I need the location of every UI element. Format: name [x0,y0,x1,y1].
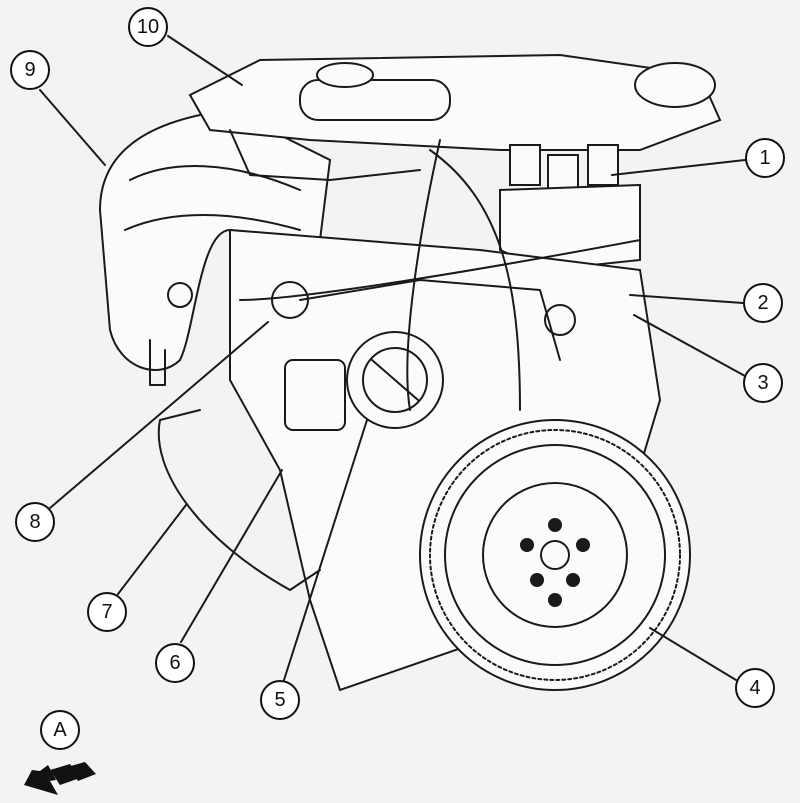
svg-text:2: 2 [757,292,768,314]
leader-line-5 [283,419,368,681]
svg-text:6: 6 [169,652,180,674]
callout-7: 7 [87,592,127,632]
leader-line-3 [633,314,746,377]
svg-text:10: 10 [137,16,159,38]
view-marker-a: A [24,710,96,795]
callout-3: 3 [743,363,783,403]
flywheel [419,419,691,691]
callout-4: 4 [735,668,775,708]
svg-text:5: 5 [274,689,285,711]
callout-6: 6 [155,643,195,683]
callout-5: 5 [260,680,300,720]
leader-line-7 [117,504,187,595]
callout-1: 1 [745,138,785,178]
intake-manifold [98,108,332,386]
leader-line-10 [167,35,243,86]
svg-text:A: A [53,719,67,741]
svg-text:4: 4 [749,677,760,699]
svg-text:3: 3 [757,372,768,394]
svg-text:8: 8 [29,511,40,533]
svg-text:7: 7 [101,601,112,623]
svg-text:1: 1 [759,147,770,169]
leader-line-9 [39,89,106,166]
leader-line-4 [649,627,737,681]
callout-8: 8 [15,502,55,542]
svg-text:9: 9 [24,59,35,81]
leader-line-2 [629,294,744,304]
callout-9: 9 [10,50,50,90]
leader-line-8 [49,321,269,509]
cylinder-head [188,53,722,181]
leader-lines [39,35,746,681]
leader-line-6 [180,469,283,643]
callout-2: 2 [743,283,783,323]
leader-line-1 [611,159,746,176]
callout-10: 10 [128,7,168,47]
ignition-coils [499,144,641,272]
direction-arrow-icon [24,762,96,795]
